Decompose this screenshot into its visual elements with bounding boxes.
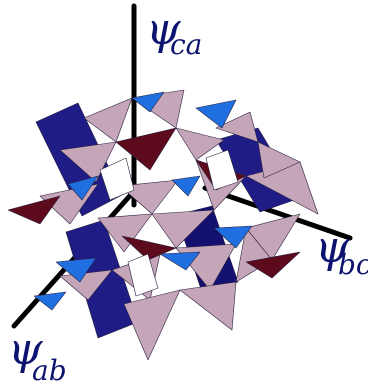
pink-facet xyxy=(179,281,237,331)
blue-facet xyxy=(55,257,97,283)
pink-facet xyxy=(151,209,215,249)
pink-facet xyxy=(59,141,117,183)
pink-facet xyxy=(83,97,133,143)
blue-facet xyxy=(171,175,201,197)
blue-facet xyxy=(33,291,67,311)
pink-facet xyxy=(123,289,181,361)
axis-ab-symbol: ψ xyxy=(8,324,43,375)
axis-ab-subscript: ab xyxy=(32,354,67,387)
axis-ab-label: ψ ab xyxy=(8,324,67,387)
blue-facet xyxy=(67,175,99,201)
maroon-facet xyxy=(245,251,301,279)
axis-bc-label: ψ bc xyxy=(315,222,368,281)
axis-ca-symbol: ψ xyxy=(146,4,181,55)
pink-facet xyxy=(119,179,179,215)
blue-facet xyxy=(195,99,237,129)
blue-facet xyxy=(213,225,253,249)
axis-bc-line xyxy=(202,185,353,241)
axis-ca-subscript: ca xyxy=(170,28,202,61)
axis-ca-label: ψ ca xyxy=(146,4,202,61)
maroon-facet xyxy=(115,127,177,171)
maroon-facet xyxy=(7,195,61,225)
blue-facet xyxy=(159,251,201,271)
pink-facet xyxy=(235,227,273,283)
opening xyxy=(205,149,239,191)
opening xyxy=(99,157,135,201)
pink-facet xyxy=(257,141,301,179)
polyhedron xyxy=(7,89,319,361)
opening xyxy=(127,253,159,297)
axis-bc-symbol: ψ xyxy=(315,222,350,273)
pink-facet xyxy=(215,111,259,143)
axis-bc-subscript: bc xyxy=(338,248,368,281)
pink-facet xyxy=(97,213,153,253)
blue-facet xyxy=(131,91,165,113)
pink-facet xyxy=(175,127,225,161)
